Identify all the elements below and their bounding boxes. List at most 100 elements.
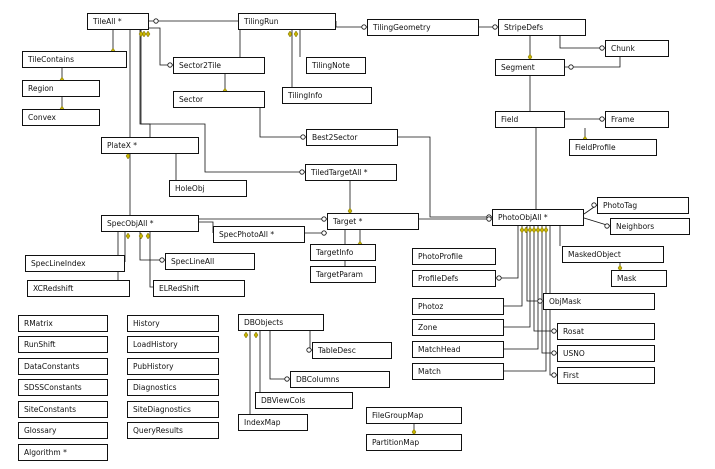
table-target[interactable]: Target * (327, 213, 419, 230)
relationship-line (559, 36, 605, 49)
relationship-line (541, 226, 557, 354)
table-zone[interactable]: Zone (412, 319, 504, 336)
table-algorithm[interactable]: Algorithm * (18, 444, 108, 461)
key-icon (125, 152, 131, 160)
table-queryresults[interactable]: QueryResults (127, 422, 219, 439)
table-platex[interactable]: PlateX * (101, 137, 199, 154)
table-objmask[interactable]: ObjMask (543, 293, 655, 310)
relationship-line (504, 226, 547, 372)
link-end-icon (299, 169, 305, 175)
table-elredshift[interactable]: ELRedShift (153, 280, 245, 297)
table-dbobjects[interactable]: DBObjects (238, 314, 324, 331)
table-tilinginfo[interactable]: TilingInfo (282, 87, 372, 104)
table-targetparam[interactable]: TargetParam (310, 266, 376, 283)
table-specobjall[interactable]: SpecObjAll * (101, 215, 199, 232)
table-history[interactable]: History (127, 315, 219, 332)
table-dataconstants[interactable]: DataConstants (18, 358, 108, 375)
relationship-line (269, 331, 290, 380)
table-segment[interactable]: Segment (495, 59, 565, 76)
table-sitediagnostics[interactable]: SiteDiagnostics (127, 401, 219, 418)
table-dbcolumns[interactable]: DBColumns (290, 371, 390, 388)
table-siteconstants[interactable]: SiteConstants (18, 401, 108, 418)
table-targetinfo[interactable]: TargetInfo (310, 244, 376, 261)
key-icon (125, 232, 131, 240)
table-profiledefs[interactable]: ProfileDefs (412, 270, 496, 287)
table-dbviewcols[interactable]: DBViewCols (255, 392, 353, 409)
relationship-line (526, 226, 543, 302)
table-sdssconstants[interactable]: SDSSConstants (18, 379, 108, 396)
table-sector[interactable]: Sector (173, 91, 265, 108)
table-usno[interactable]: USNO (557, 345, 655, 362)
key-icon (527, 226, 533, 234)
table-match[interactable]: Match (412, 363, 504, 380)
table-speclineall[interactable]: SpecLineAll (165, 253, 255, 270)
table-runshift[interactable]: RunShift (18, 336, 108, 353)
table-mask[interactable]: Mask (611, 270, 667, 287)
key-icon (519, 226, 525, 234)
table-neighbors[interactable]: Neighbors (610, 218, 690, 235)
table-xcredshift[interactable]: XCRedshift (27, 280, 130, 297)
table-tileall[interactable]: TileAll * (87, 13, 149, 30)
key-icon (145, 30, 151, 38)
table-filegroupmap[interactable]: FileGroupMap (366, 407, 462, 424)
table-tiledtargetall[interactable]: TiledTargetAll * (305, 164, 397, 181)
table-indexmap[interactable]: IndexMap (238, 414, 308, 431)
table-sector2tile[interactable]: Sector2Tile (173, 57, 265, 74)
table-stripedefs[interactable]: StripeDefs (498, 19, 586, 36)
table-glossary[interactable]: Glossary (18, 422, 108, 439)
key-icon (138, 232, 144, 240)
link-end-icon (568, 64, 574, 70)
table-specphotoall[interactable]: SpecPhotoAll * (213, 226, 305, 243)
table-loadhistory[interactable]: LoadHistory (127, 336, 219, 353)
table-maskedobject[interactable]: MaskedObject (562, 246, 664, 263)
table-tabledesc[interactable]: TableDesc (312, 342, 392, 359)
table-best2sector[interactable]: Best2Sector (306, 129, 398, 146)
key-icon (287, 30, 293, 38)
table-partitionmap[interactable]: PartitionMap (366, 434, 462, 451)
table-tilecontains[interactable]: TileContains (22, 51, 127, 68)
table-chunk[interactable]: Chunk (605, 40, 669, 57)
key-icon (543, 226, 549, 234)
table-fieldprofile[interactable]: FieldProfile (569, 139, 657, 156)
table-phototag[interactable]: PhotoTag (597, 197, 689, 214)
table-diagnostics[interactable]: Diagnostics (127, 379, 219, 396)
table-holeobj[interactable]: HoleObj (169, 180, 247, 197)
table-tilingrun[interactable]: TilingRun (238, 13, 336, 30)
link-end-icon (591, 202, 597, 208)
link-end-icon (604, 223, 610, 229)
relationship-line (199, 221, 214, 233)
key-icon (293, 30, 299, 38)
link-end-icon (537, 298, 543, 304)
link-end-icon (492, 24, 498, 30)
relationship-line (504, 226, 523, 307)
table-frame[interactable]: Frame (605, 111, 669, 128)
table-photoobjall[interactable]: PhotoObjAll * (492, 209, 584, 226)
table-speclineindex[interactable]: SpecLineIndex (25, 255, 125, 272)
table-field[interactable]: Field (495, 111, 565, 128)
table-convex[interactable]: Convex (22, 109, 100, 126)
table-rosat[interactable]: Rosat (557, 323, 655, 340)
link-end-icon (551, 372, 557, 378)
table-rmatrix[interactable]: RMatrix (18, 315, 108, 332)
table-tilingnote[interactable]: TilingNote (306, 57, 366, 74)
key-icon (531, 226, 537, 234)
table-matchhead[interactable]: MatchHead (412, 341, 504, 358)
table-photoz[interactable]: Photoz (412, 298, 504, 315)
key-icon (138, 30, 144, 38)
table-first[interactable]: First (557, 367, 655, 384)
link-end-icon (321, 230, 327, 236)
table-region[interactable]: Region (22, 80, 100, 97)
link-end-icon (551, 328, 557, 334)
relationship-line (259, 108, 306, 138)
table-photoprofile[interactable]: PhotoProfile (412, 248, 496, 265)
link-end-icon (599, 45, 605, 51)
key-icon (145, 232, 151, 240)
key-icon (253, 331, 259, 339)
relationship-line (149, 27, 173, 66)
table-pubhistory[interactable]: PubHistory (127, 358, 219, 375)
relationship-line (398, 136, 492, 218)
table-tilinggeometry[interactable]: TilingGeometry (367, 19, 479, 36)
relationship-line (565, 57, 621, 68)
